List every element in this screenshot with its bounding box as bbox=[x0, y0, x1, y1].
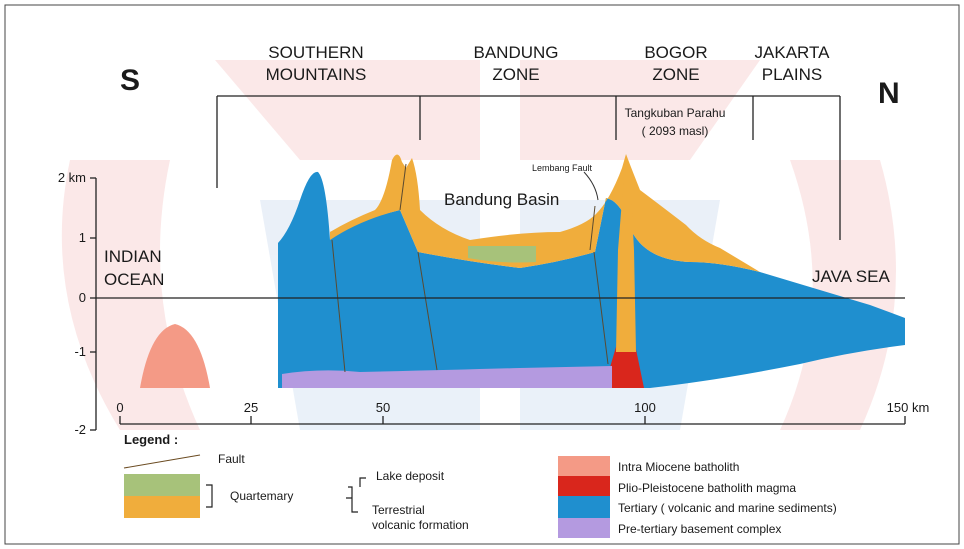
pre-tertiary-basement bbox=[282, 366, 612, 388]
legend-terrestrial-swatch bbox=[124, 496, 200, 518]
lake-deposit bbox=[468, 246, 536, 263]
legend-bracket-top bbox=[359, 477, 366, 487]
zone-brackets bbox=[216, 95, 841, 240]
zone-jakarta-line1: JAKARTA bbox=[755, 43, 831, 62]
legend-lake-swatch bbox=[124, 474, 200, 496]
diagram-frame bbox=[4, 4, 960, 545]
indian-ocean-line2: OCEAN bbox=[104, 270, 164, 289]
legend-title: Legend : bbox=[124, 432, 178, 447]
zone-jakarta-line2: PLAINS bbox=[762, 65, 822, 84]
indian-ocean-line1: INDIAN bbox=[104, 247, 162, 266]
legend-fault-swatch bbox=[123, 454, 201, 469]
plio-magma bbox=[604, 322, 644, 388]
y-tick-1: 1 bbox=[79, 230, 86, 245]
y-tick-minus1: -1 bbox=[74, 344, 86, 359]
legend-tertiary-label: Tertiary ( volcanic and marine sediments… bbox=[618, 501, 837, 515]
java-sea-label: JAVA SEA bbox=[812, 267, 890, 286]
magma-feeder bbox=[616, 175, 636, 352]
zone-southern-line2: MOUNTAINS bbox=[266, 65, 367, 84]
legend-plio-swatch bbox=[558, 476, 610, 496]
y-tick-minus2: -2 bbox=[74, 422, 86, 437]
fault-lines bbox=[331, 163, 609, 373]
legend-bracket-left bbox=[206, 484, 213, 508]
legend-pretertiary-label: Pre-tertiary basement complex bbox=[618, 522, 781, 536]
north-label: N bbox=[878, 77, 900, 110]
fault-pointer bbox=[583, 171, 599, 201]
x-tick-100: 100 bbox=[634, 400, 656, 415]
x-tick-25: 25 bbox=[244, 400, 258, 415]
bandung-basin-label: Bandung Basin bbox=[444, 190, 559, 209]
legend-bracket-right bbox=[346, 486, 358, 513]
legend-lake-label: Lake deposit bbox=[376, 469, 445, 483]
legend-pretertiary-swatch bbox=[558, 518, 610, 538]
y-tick-2km: 2 km bbox=[58, 170, 86, 185]
legend-terrestrial-line2: volcanic formation bbox=[372, 518, 469, 532]
x-tick-150km: 150 km bbox=[887, 400, 930, 415]
lembang-fault-label: Lembang Fault bbox=[532, 163, 593, 173]
peak-name-label: Tangkuban Parahu bbox=[625, 106, 726, 120]
zone-southern-line1: SOUTHERN bbox=[268, 43, 363, 62]
legend-quarternary-label: Quartemary bbox=[230, 489, 293, 503]
legend-fault-label: Fault bbox=[218, 452, 245, 466]
zone-bandung-line2: ZONE bbox=[492, 65, 539, 84]
legend: Legend : Fault Quartemary Lake deposit T… bbox=[123, 432, 837, 538]
zone-bogor-line1: BOGOR bbox=[644, 43, 707, 62]
tertiary-body bbox=[278, 171, 905, 388]
legend-intra-swatch bbox=[558, 456, 610, 476]
zone-bandung-line1: BANDUNG bbox=[473, 43, 558, 62]
peak-height-label: ( 2093 masl) bbox=[642, 124, 709, 138]
x-tick-0: 0 bbox=[116, 400, 123, 415]
legend-terrestrial-line1: Terrestrial bbox=[372, 503, 425, 517]
legend-tertiary-swatch bbox=[558, 496, 610, 518]
y-tick-0: 0 bbox=[79, 290, 86, 305]
quarternary-volcanic bbox=[330, 154, 760, 272]
south-label: S bbox=[120, 64, 140, 97]
zone-bogor-line2: ZONE bbox=[652, 65, 699, 84]
x-tick-50: 50 bbox=[376, 400, 390, 415]
intra-miocene-batholith bbox=[140, 324, 210, 388]
legend-plio-label: Plio-Pleistocene batholith magma bbox=[618, 481, 796, 495]
legend-intra-label: Intra Miocene batholith bbox=[618, 460, 739, 474]
axes bbox=[90, 177, 906, 431]
